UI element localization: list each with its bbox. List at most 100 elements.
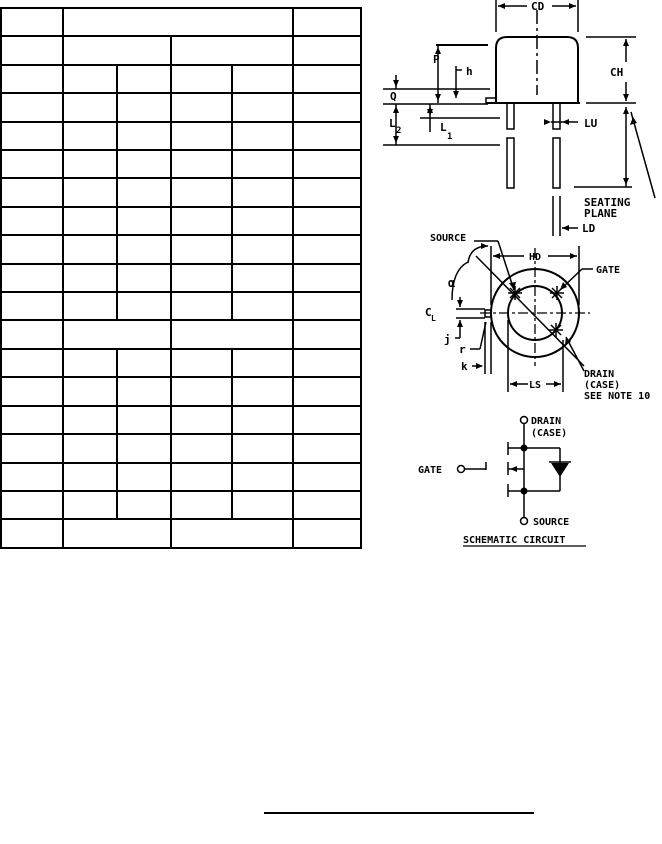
drain-pin (549, 323, 563, 337)
table-cell (62, 319, 172, 350)
table-cell (170, 63, 233, 95)
table-cell (170, 347, 233, 379)
table-cell (170, 461, 233, 492)
table-cell (116, 291, 172, 322)
table-cell (170, 404, 233, 436)
table-cell (116, 177, 172, 208)
table-cell (292, 149, 362, 180)
table-cell (0, 404, 64, 436)
hd-label: HD (529, 252, 541, 263)
schematic-gate-label: GATE (418, 465, 442, 476)
lead-left-upper (506, 102, 515, 130)
dimensions-table (0, 6, 362, 549)
table-cell (116, 149, 172, 180)
table-row (0, 35, 362, 66)
table-cell (62, 6, 294, 38)
gate-terminal (456, 464, 466, 474)
table-cell (62, 149, 118, 180)
schematic-source-label: SOURCE (533, 517, 569, 528)
table-row (0, 234, 362, 265)
table-cell (231, 149, 294, 180)
table-cell (170, 433, 233, 464)
case-label: (CASE) (584, 380, 620, 391)
table-cell (62, 205, 118, 237)
ls-label: LS (529, 380, 541, 391)
table-row (0, 461, 362, 492)
table-cell (0, 262, 64, 294)
gate-pin (550, 286, 564, 300)
l1-subscript: 1 (447, 132, 452, 142)
table-cell (170, 120, 233, 152)
schematic-caption: SCHEMATIC CIRCUIT (463, 535, 565, 546)
table-cell (231, 205, 294, 237)
ch-label: CH (610, 66, 623, 79)
table-cell (170, 35, 294, 66)
table-cell (0, 347, 64, 379)
table-row (0, 319, 362, 350)
table-cell (116, 433, 172, 464)
footer-rule (264, 812, 534, 814)
table-cell (116, 205, 172, 237)
package-drawing: CD CH P h Q L 2 L 1 LU LD SEATING PLANE (383, 0, 656, 547)
bottom-view-arrowheads (457, 243, 577, 387)
table-cell (62, 433, 118, 464)
table-cell (292, 92, 362, 123)
table-cell (116, 404, 172, 436)
schematic-fills (510, 444, 569, 495)
k-label: k (461, 360, 468, 373)
table-cell (116, 461, 172, 492)
table-cell (62, 63, 118, 95)
drain-label: DRAIN (584, 369, 614, 380)
table-cell (116, 347, 172, 379)
lead-left-lower (506, 137, 515, 189)
table-row (0, 404, 362, 436)
table-cell (62, 489, 118, 521)
table-cell (170, 234, 233, 265)
table-cell (116, 376, 172, 407)
table-cell (231, 376, 294, 407)
seating-plane-label-line1: SEATING (584, 196, 631, 209)
table-cell (0, 291, 64, 322)
table-row (0, 376, 362, 407)
table-cell (292, 404, 362, 436)
table-cell (170, 205, 233, 237)
table-cell (0, 92, 64, 123)
table-cell (116, 120, 172, 152)
table-cell (231, 177, 294, 208)
table-cell (170, 319, 294, 350)
table-cell (0, 63, 64, 95)
table-row (0, 347, 362, 379)
p-label: P (433, 53, 440, 66)
source-terminal (519, 516, 529, 526)
see-note-label: SEE NOTE 10 (584, 391, 650, 402)
substrate-arrow (510, 466, 517, 472)
table-row (0, 6, 362, 38)
table-row (0, 205, 362, 237)
table-cell (0, 149, 64, 180)
table-row (0, 177, 362, 208)
table-cell (231, 92, 294, 123)
table-cell (62, 461, 118, 492)
table-cell (292, 291, 362, 322)
table-cell (116, 262, 172, 294)
source-label: SOURCE (430, 233, 466, 244)
table-cell (62, 92, 118, 123)
table-cell (170, 518, 294, 549)
table-cell (292, 177, 362, 208)
table-cell (0, 35, 64, 66)
table-cell (0, 518, 64, 549)
alpha-arc (467, 245, 489, 264)
table-cell (231, 63, 294, 95)
table-cell (116, 489, 172, 521)
table-cell (231, 433, 294, 464)
alpha-arc-lower (451, 261, 469, 301)
pin-diagonal (475, 255, 585, 367)
table-cell (62, 347, 118, 379)
table-cell (170, 291, 233, 322)
table-cell (62, 376, 118, 407)
gate-label: GATE (596, 265, 620, 276)
schematic-case-label: (CASE) (531, 428, 567, 439)
table-cell (62, 518, 172, 549)
table-cell (62, 404, 118, 436)
source-junction (520, 487, 528, 495)
